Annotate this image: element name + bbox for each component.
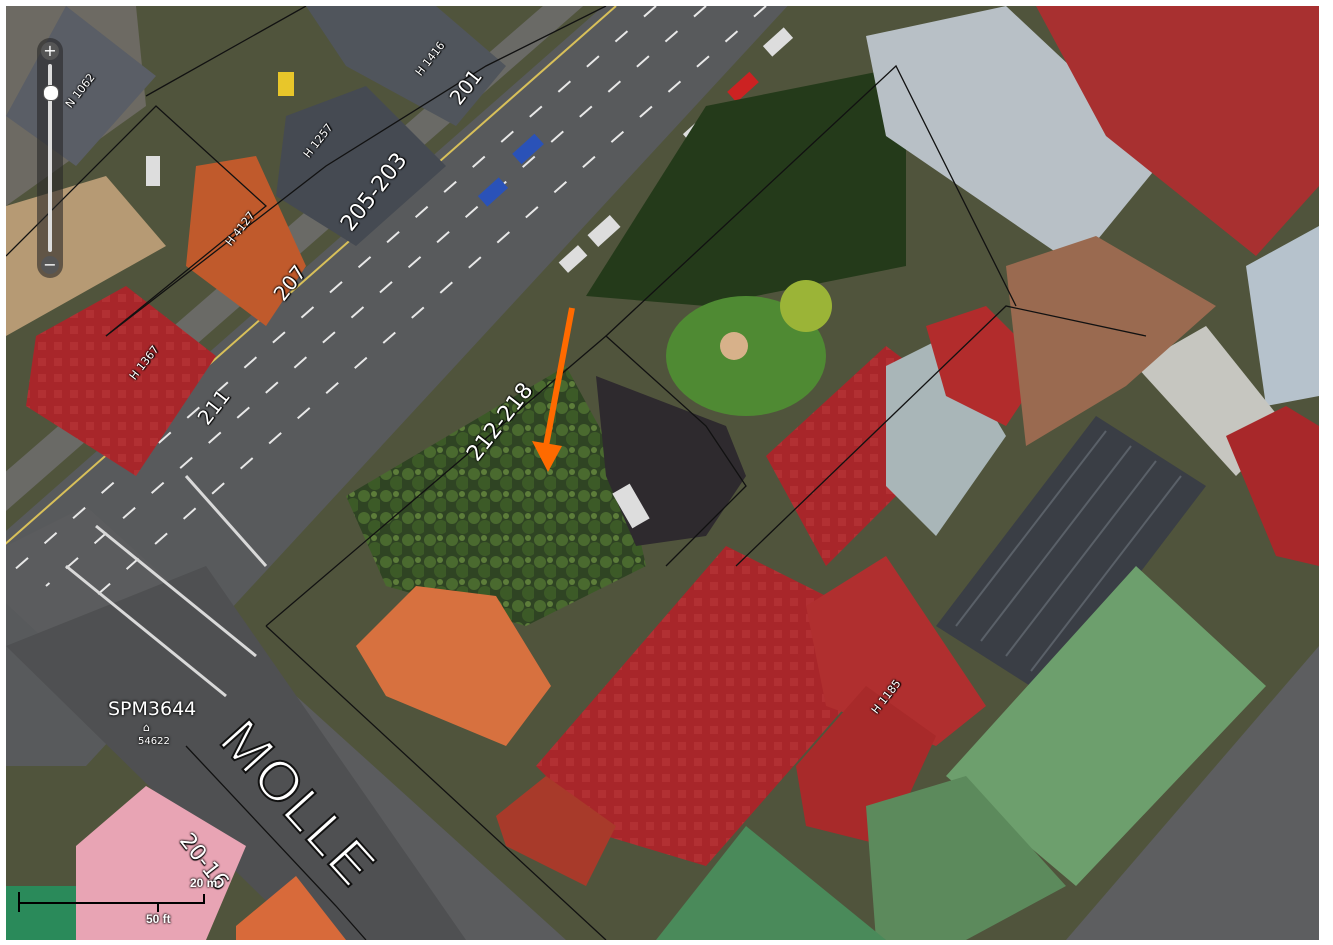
survey-mark-icon: ⌂ xyxy=(143,721,150,734)
zoom-out-button[interactable]: − xyxy=(41,256,59,274)
scale-metric-label: 20 m xyxy=(190,876,218,890)
scale-bar-line xyxy=(18,902,205,904)
aerial-map[interactable]: 201 205-203 207 211 212-218 20-16 N 1062… xyxy=(6,6,1319,940)
scale-imperial-label: 50 ft xyxy=(146,912,171,926)
scale-tick xyxy=(203,894,205,904)
aerial-imagery xyxy=(6,6,1319,940)
survey-mark-label: SPM3644 xyxy=(108,698,197,720)
zoom-slider-handle[interactable] xyxy=(43,84,59,101)
scale-tick xyxy=(18,892,20,912)
scale-tick xyxy=(157,902,159,912)
survey-mark-sub: 54622 xyxy=(138,736,170,747)
zoom-control[interactable]: + − xyxy=(37,38,63,278)
zoom-in-button[interactable]: + xyxy=(41,42,59,60)
zoom-slider-track[interactable] xyxy=(48,64,52,252)
scale-bar: 20 m 50 ft xyxy=(14,876,224,934)
